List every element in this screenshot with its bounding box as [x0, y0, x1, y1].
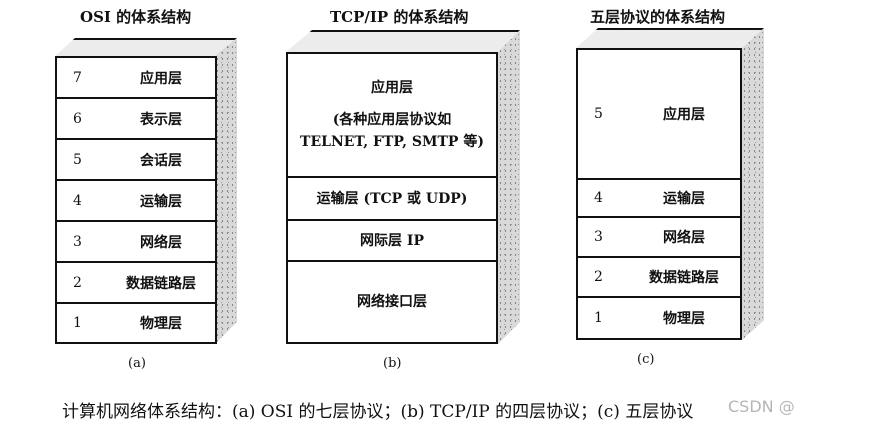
five-layer-stack-side [742, 28, 764, 340]
five-layer-title: 五层协议的体系结构 [590, 8, 726, 26]
tcpip-layer-transport: 运输层 (TCP 或 UDP) [288, 178, 496, 221]
tcpip-stack-face: 应用层 (各种应用层协议如 TELNET, FTP, SMTP 等) 运输层 (… [286, 52, 498, 344]
tcpip-label: (b) [383, 356, 402, 371]
five-layer-stack-top [576, 28, 764, 48]
tcpip-layer-internet: 网际层 IP [288, 221, 496, 262]
figure-caption: 计算机网络体系结构：(a) OSI 的七层协议；(b) TCP/IP 的四层协议… [62, 402, 694, 422]
osi-stack-top [55, 38, 237, 56]
osi-label: (a) [128, 356, 146, 371]
five-layer-label: (c) [637, 352, 655, 367]
tcpip-title: TCP/IP 的体系结构 [330, 8, 469, 26]
osi-title: OSI 的体系结构 [80, 8, 192, 26]
watermark: CSDN @ [728, 397, 795, 416]
tcpip-stack-top [286, 30, 520, 52]
tcpip-layer-application: 应用层 (各种应用层协议如 TELNET, FTP, SMTP 等) [288, 54, 496, 178]
tcpip-stack-side [498, 30, 520, 344]
tcpip-layer-network-interface: 网络接口层 [357, 294, 427, 310]
osi-stack-side [215, 38, 237, 344]
